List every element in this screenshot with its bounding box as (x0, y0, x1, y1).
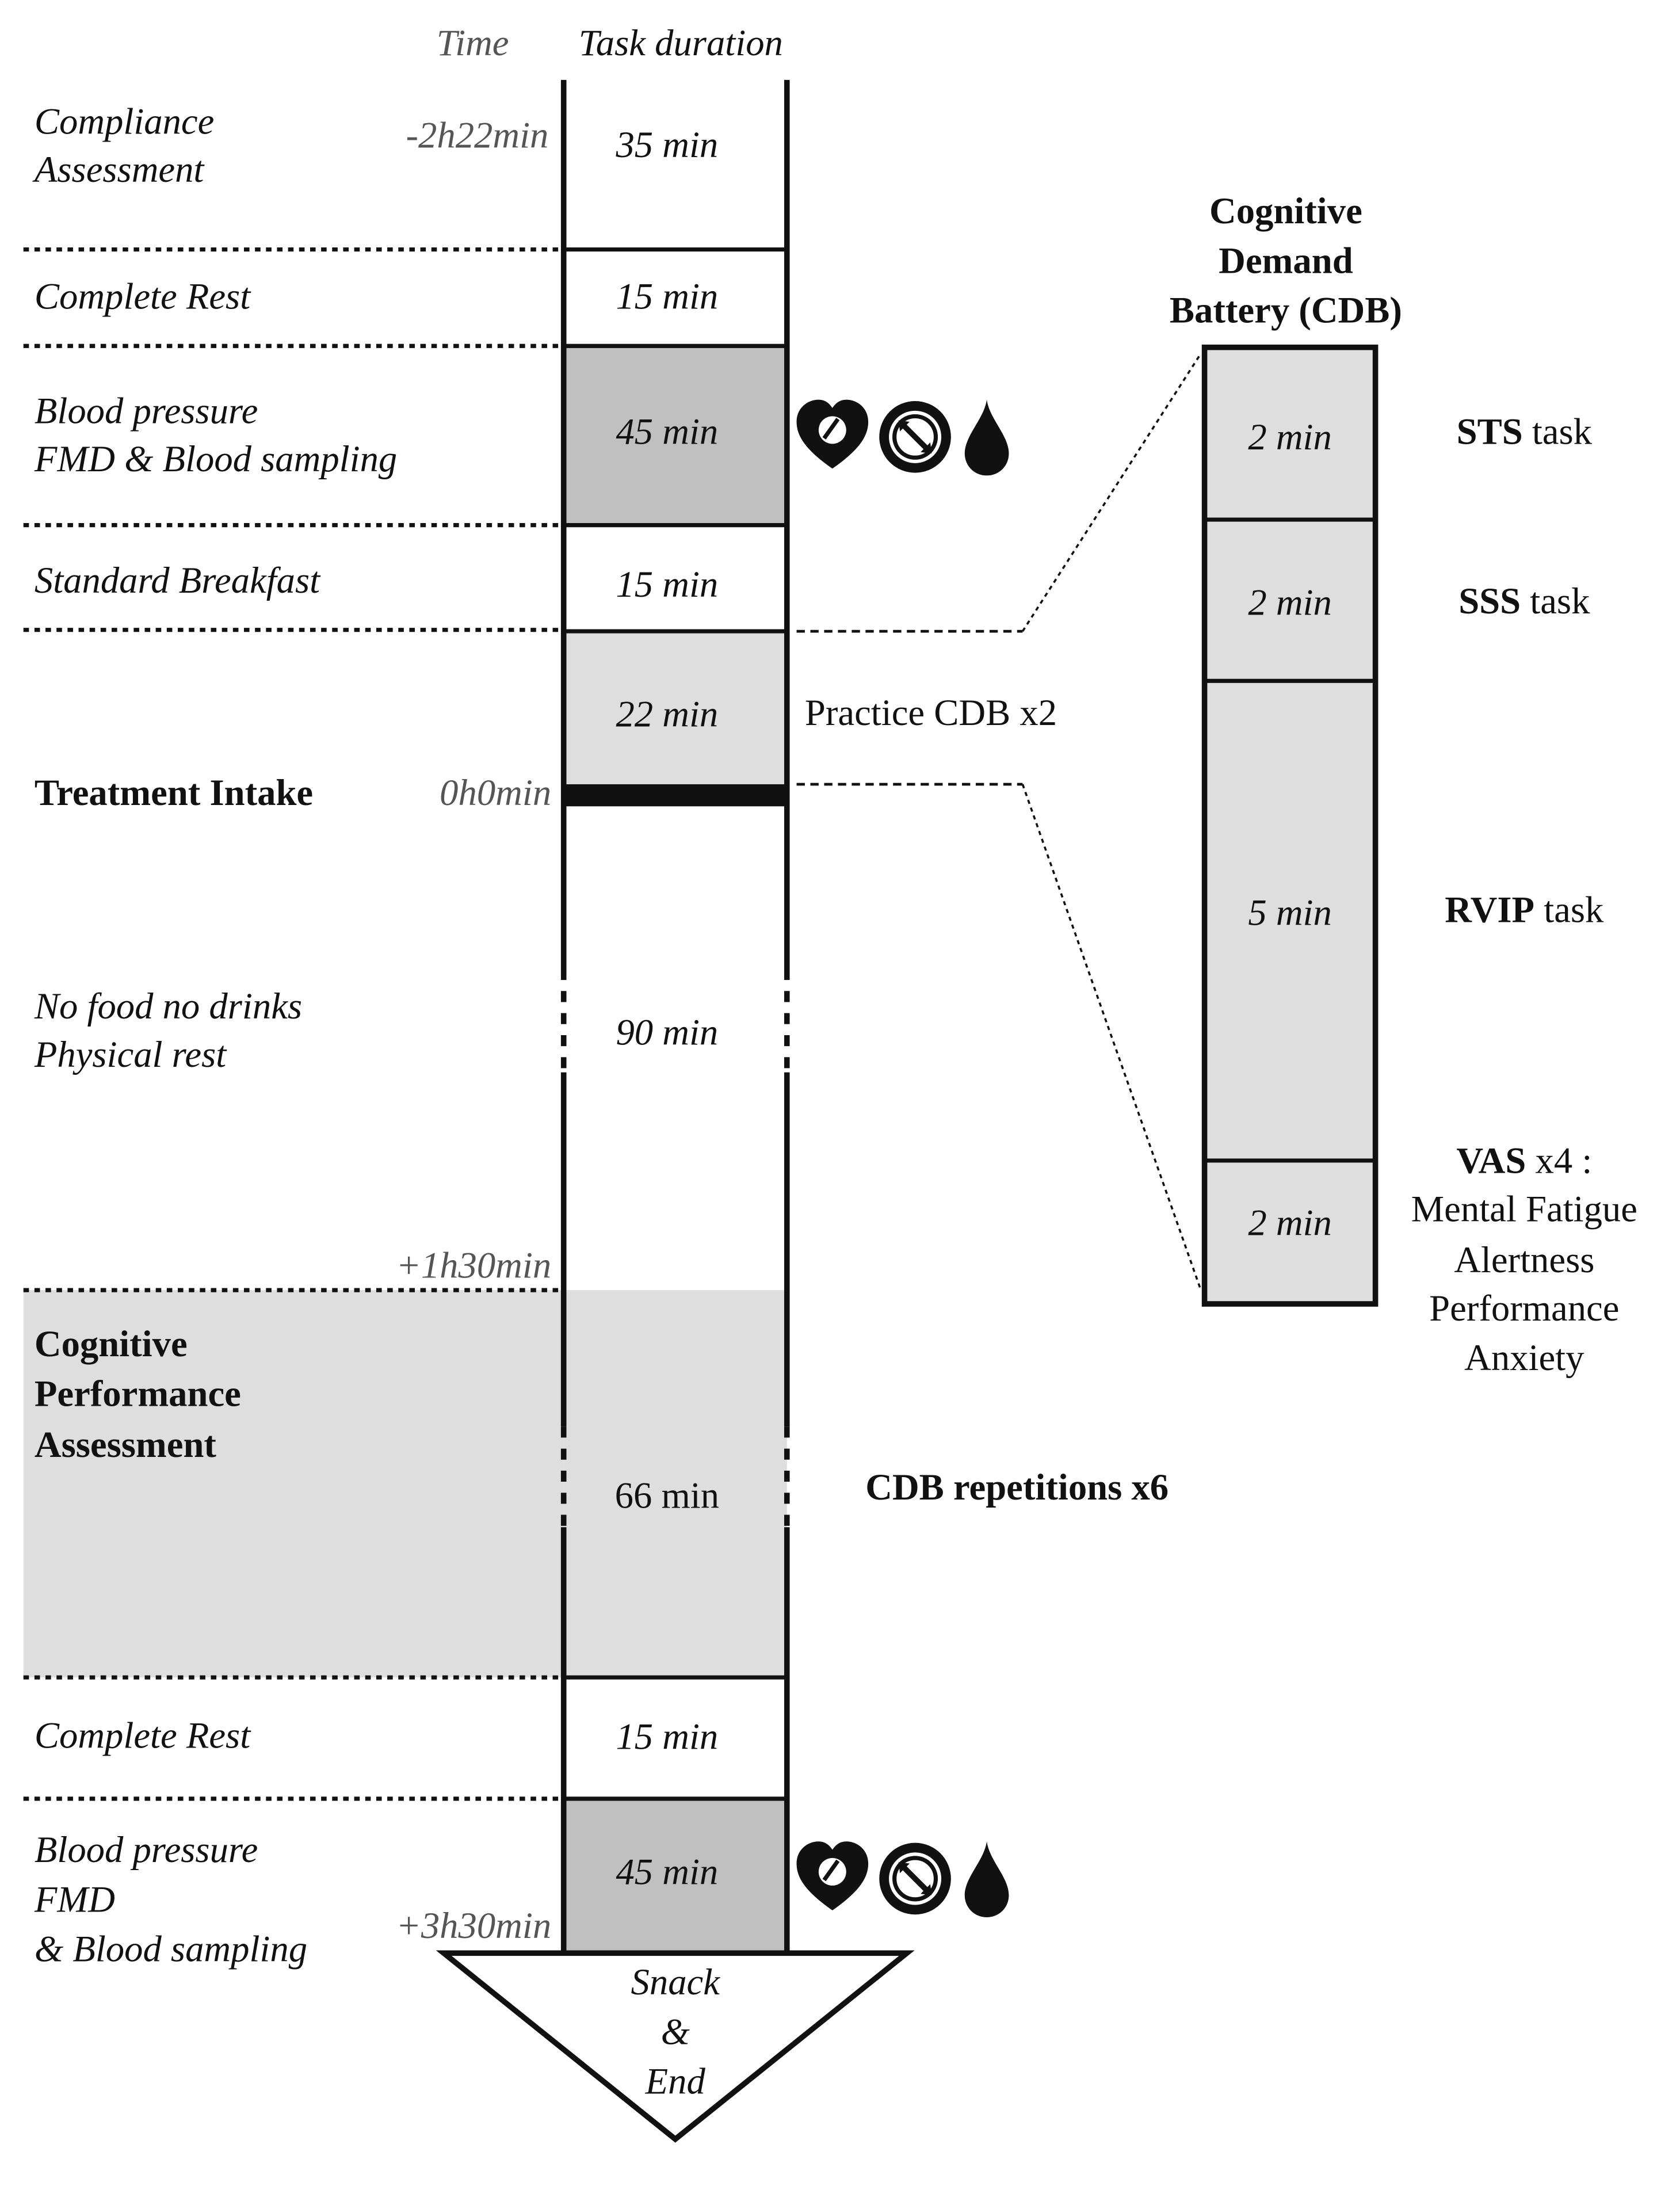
vas-item-anxiety: Anxiety (1464, 1337, 1584, 1378)
column-boundaries (563, 247, 787, 1801)
intake-label: Treatment Intake (35, 772, 313, 813)
cdb-task-sts-duration: 2 min (1248, 416, 1331, 457)
cognitive-block (563, 1290, 787, 1678)
cdb-title-1: Cognitive (1209, 190, 1362, 231)
header-task-duration: Task duration (579, 22, 783, 63)
measure2-block (563, 1798, 787, 1951)
end-label-1: Snack (631, 1961, 721, 2002)
measure2-icons (796, 1841, 1009, 1918)
cdb-connectors (796, 353, 1202, 1289)
measure2-label-2: FMD (34, 1878, 115, 1920)
cdb-task-rvip-duration: 5 min (1248, 891, 1331, 933)
compliance-label-2: Assessment (32, 148, 205, 190)
practice-note: Practice CDB x2 (805, 692, 1057, 733)
measure2-label-1: Blood pressure (35, 1829, 258, 1870)
measure1-label-2: FMD & Blood sampling (34, 438, 397, 479)
rest1-duration: 15 min (616, 276, 718, 317)
practice-block (563, 631, 787, 786)
rest2-duration: 15 min (616, 1716, 718, 1757)
compliance-time: -2h22min (406, 114, 549, 155)
measure1-label-1: Blood pressure (35, 390, 258, 431)
vas-item-alertness: Alertness (1454, 1239, 1594, 1280)
measure1-block (563, 347, 787, 525)
heart-icon (796, 1841, 869, 1911)
measure1-icons (796, 399, 1009, 476)
measure2-time: +3h30min (396, 1905, 551, 1946)
phase-separators (23, 247, 561, 1801)
cognitive-label-2: Performance (35, 1372, 241, 1414)
cdb-task-sss-name: SSS task (1458, 580, 1590, 621)
rest2-label: Complete Rest (35, 1714, 251, 1756)
blood-drop-icon (964, 1841, 1009, 1918)
measure2-label-3: & Blood sampling (35, 1928, 307, 1970)
cognitive-phase-background (23, 1290, 564, 1678)
cdb-task-rvip-name: RVIP task (1445, 889, 1604, 930)
cdb-task-sts-name: STS task (1457, 410, 1593, 452)
header-time: Time (437, 22, 509, 63)
blood-drop-icon (964, 399, 1009, 476)
intake-time: 0h0min (440, 772, 551, 813)
fasting-duration: 90 min (616, 1012, 718, 1053)
cdb-task-sss-duration: 2 min (1248, 581, 1331, 623)
heart-icon (796, 399, 869, 469)
treatment-intake-bar (566, 784, 784, 807)
vas-item-performance: Performance (1429, 1287, 1619, 1329)
end-label-2: & (661, 2010, 690, 2052)
breakfast-label: Standard Breakfast (35, 559, 321, 601)
fasting-label-2: Physical rest (34, 1033, 227, 1075)
breakfast-duration: 15 min (616, 563, 718, 605)
end-label-3: End (645, 2061, 706, 2102)
cognitive-duration: 66 min (615, 1475, 719, 1516)
cdb-title-3: Battery (CDB) (1170, 289, 1402, 331)
cognitive-note: CDB repetitions x6 (865, 1466, 1169, 1508)
measure2-duration: 45 min (616, 1851, 718, 1893)
cdb-battery-box (1201, 344, 1379, 1307)
measure1-duration: 45 min (616, 410, 718, 452)
compliance-label-1: Compliance (35, 100, 214, 142)
gauge-icon (879, 1842, 951, 1915)
cognitive-label-1: Cognitive (35, 1323, 188, 1364)
end-arrow (436, 1950, 915, 2143)
practice-duration: 22 min (616, 693, 718, 734)
vas-item-mental-fatigue: Mental Fatigue (1411, 1188, 1637, 1229)
fasting-end-time: +1h30min (396, 1245, 551, 1286)
compliance-duration: 35 min (615, 124, 718, 165)
gauge-icon (879, 401, 951, 473)
cognitive-label-3: Assessment (35, 1424, 217, 1465)
rest1-label: Complete Rest (35, 276, 251, 317)
cdb-task-vas-duration: 2 min (1248, 1201, 1331, 1243)
fasting-label-1: No food no drinks (34, 985, 302, 1027)
cdb-task-vas-name: VAS x4 : (1456, 1139, 1592, 1181)
cdb-title-2: Demand (1219, 239, 1353, 281)
